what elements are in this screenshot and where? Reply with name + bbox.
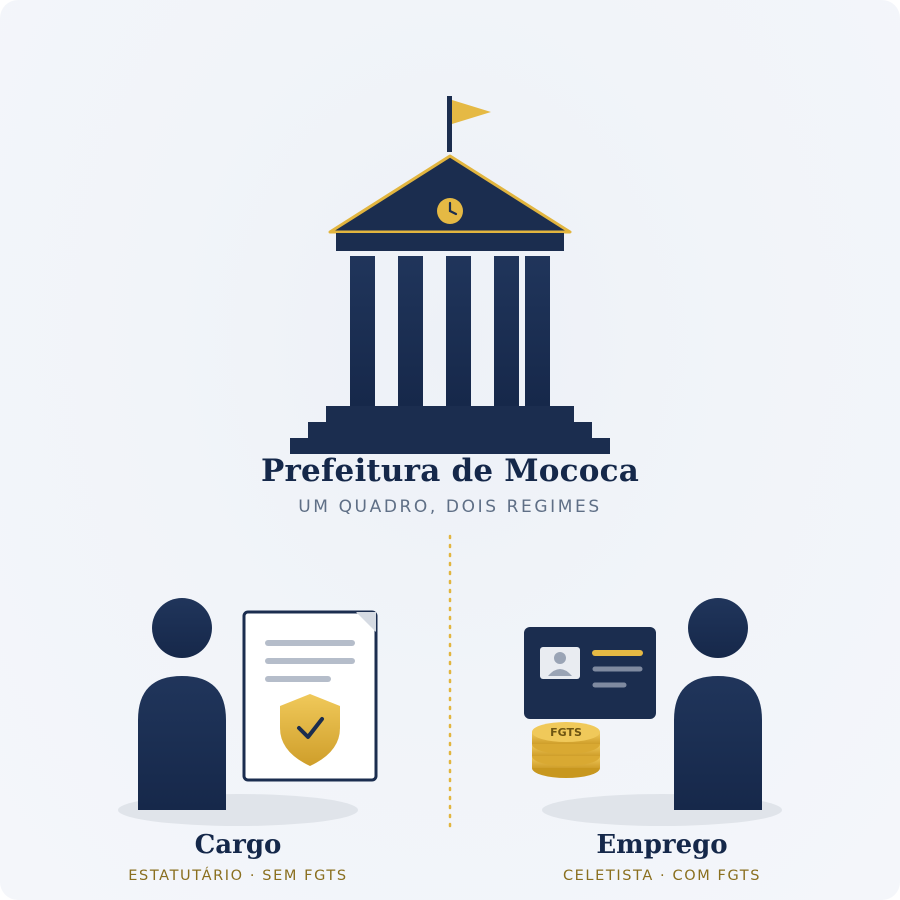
column xyxy=(494,256,519,406)
clock-icon xyxy=(437,198,463,224)
column xyxy=(525,256,550,406)
person-icon xyxy=(138,598,226,810)
left-sublabel: ESTATUTÁRIO · SEM FGTS xyxy=(128,868,348,884)
right-figure: FGTS xyxy=(524,598,782,826)
document-shield-icon xyxy=(242,610,378,782)
flag-pole xyxy=(447,96,452,152)
coin-label: FGTS xyxy=(550,726,582,739)
right-sublabel: CELETISTA · COM FGTS xyxy=(562,868,762,884)
right-label: Emprego xyxy=(596,830,728,860)
column xyxy=(398,256,423,406)
step xyxy=(326,406,574,422)
step xyxy=(308,422,592,438)
roof xyxy=(328,154,572,234)
left-figure xyxy=(118,598,378,826)
page-subtitle: UM QUADRO, DOIS REGIMES xyxy=(298,497,602,517)
entablature xyxy=(336,233,564,251)
page-title: Prefeitura de Mococa xyxy=(261,453,639,489)
person-icon xyxy=(674,598,762,810)
id-card-icon xyxy=(524,627,656,719)
coin-stack-icon: FGTS xyxy=(532,722,600,778)
shield-icon xyxy=(280,694,340,766)
checkmark-icon xyxy=(297,717,324,739)
city-hall-building-icon xyxy=(290,96,610,454)
column xyxy=(446,256,471,406)
column xyxy=(350,256,375,406)
left-label: Cargo xyxy=(194,830,282,860)
step xyxy=(290,438,610,454)
flag-icon xyxy=(452,100,491,124)
